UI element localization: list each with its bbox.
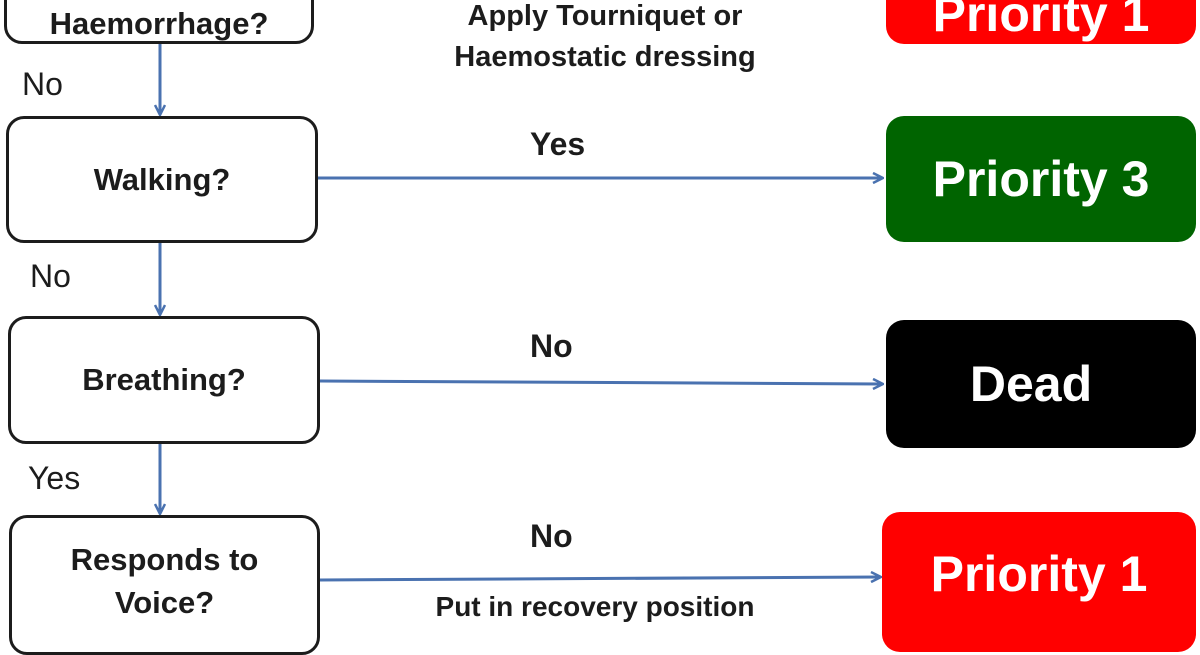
note-haemorrhage-line2: Haemostatic dressing — [454, 40, 756, 73]
outcome-dead-label: Dead — [969, 356, 1093, 412]
edge-label-walking-no: No — [30, 258, 71, 294]
node-responds-label-line2: Voice? — [114, 585, 215, 621]
arrow-breathing-to-dead — [319, 381, 882, 384]
edge-label-haemorrhage-no: No — [22, 66, 63, 102]
node-breathing-label: Breathing? — [82, 362, 246, 398]
outcome-priority1-label: Priority 1 — [930, 546, 1148, 602]
node-haemorrhage-label: Haemorrhage? — [49, 6, 269, 42]
note-recovery-position: Put in recovery position — [435, 591, 755, 622]
arrow-responds-to-priority1 — [319, 577, 880, 580]
node-walking-label: Walking? — [93, 161, 231, 197]
node-breathing: Breathing? — [8, 316, 320, 444]
edge-label-responds-no: No — [530, 518, 573, 554]
outcome-top-label: Priority 1 — [932, 0, 1150, 42]
edge-label-walking-yes: Yes — [530, 126, 586, 162]
connector-layer — [0, 44, 1200, 630]
node-haemorrhage: Haemorrhage? — [4, 0, 314, 44]
edge-label-breathing-yes: Yes — [28, 460, 81, 496]
note-haemorrhage-line1: Apply Tourniquet or — [467, 0, 743, 32]
node-responds-to-voice: Responds to Voice? — [9, 515, 320, 655]
outcome-priority3: Priority 3 — [886, 116, 1196, 242]
note-haemorrhage-action: Apply Tourniquet or Haemostatic dressing — [420, 0, 790, 77]
outcome-priority1: Priority 1 — [882, 512, 1196, 652]
outcome-top-priority1: Priority 1 — [886, 0, 1196, 44]
edge-label-breathing-no: No — [530, 328, 573, 364]
node-responds-label-line1: Responds to — [70, 542, 259, 577]
node-walking: Walking? — [6, 116, 318, 243]
outcome-dead: Dead — [886, 320, 1196, 448]
outcome-priority3-label: Priority 3 — [932, 151, 1150, 207]
